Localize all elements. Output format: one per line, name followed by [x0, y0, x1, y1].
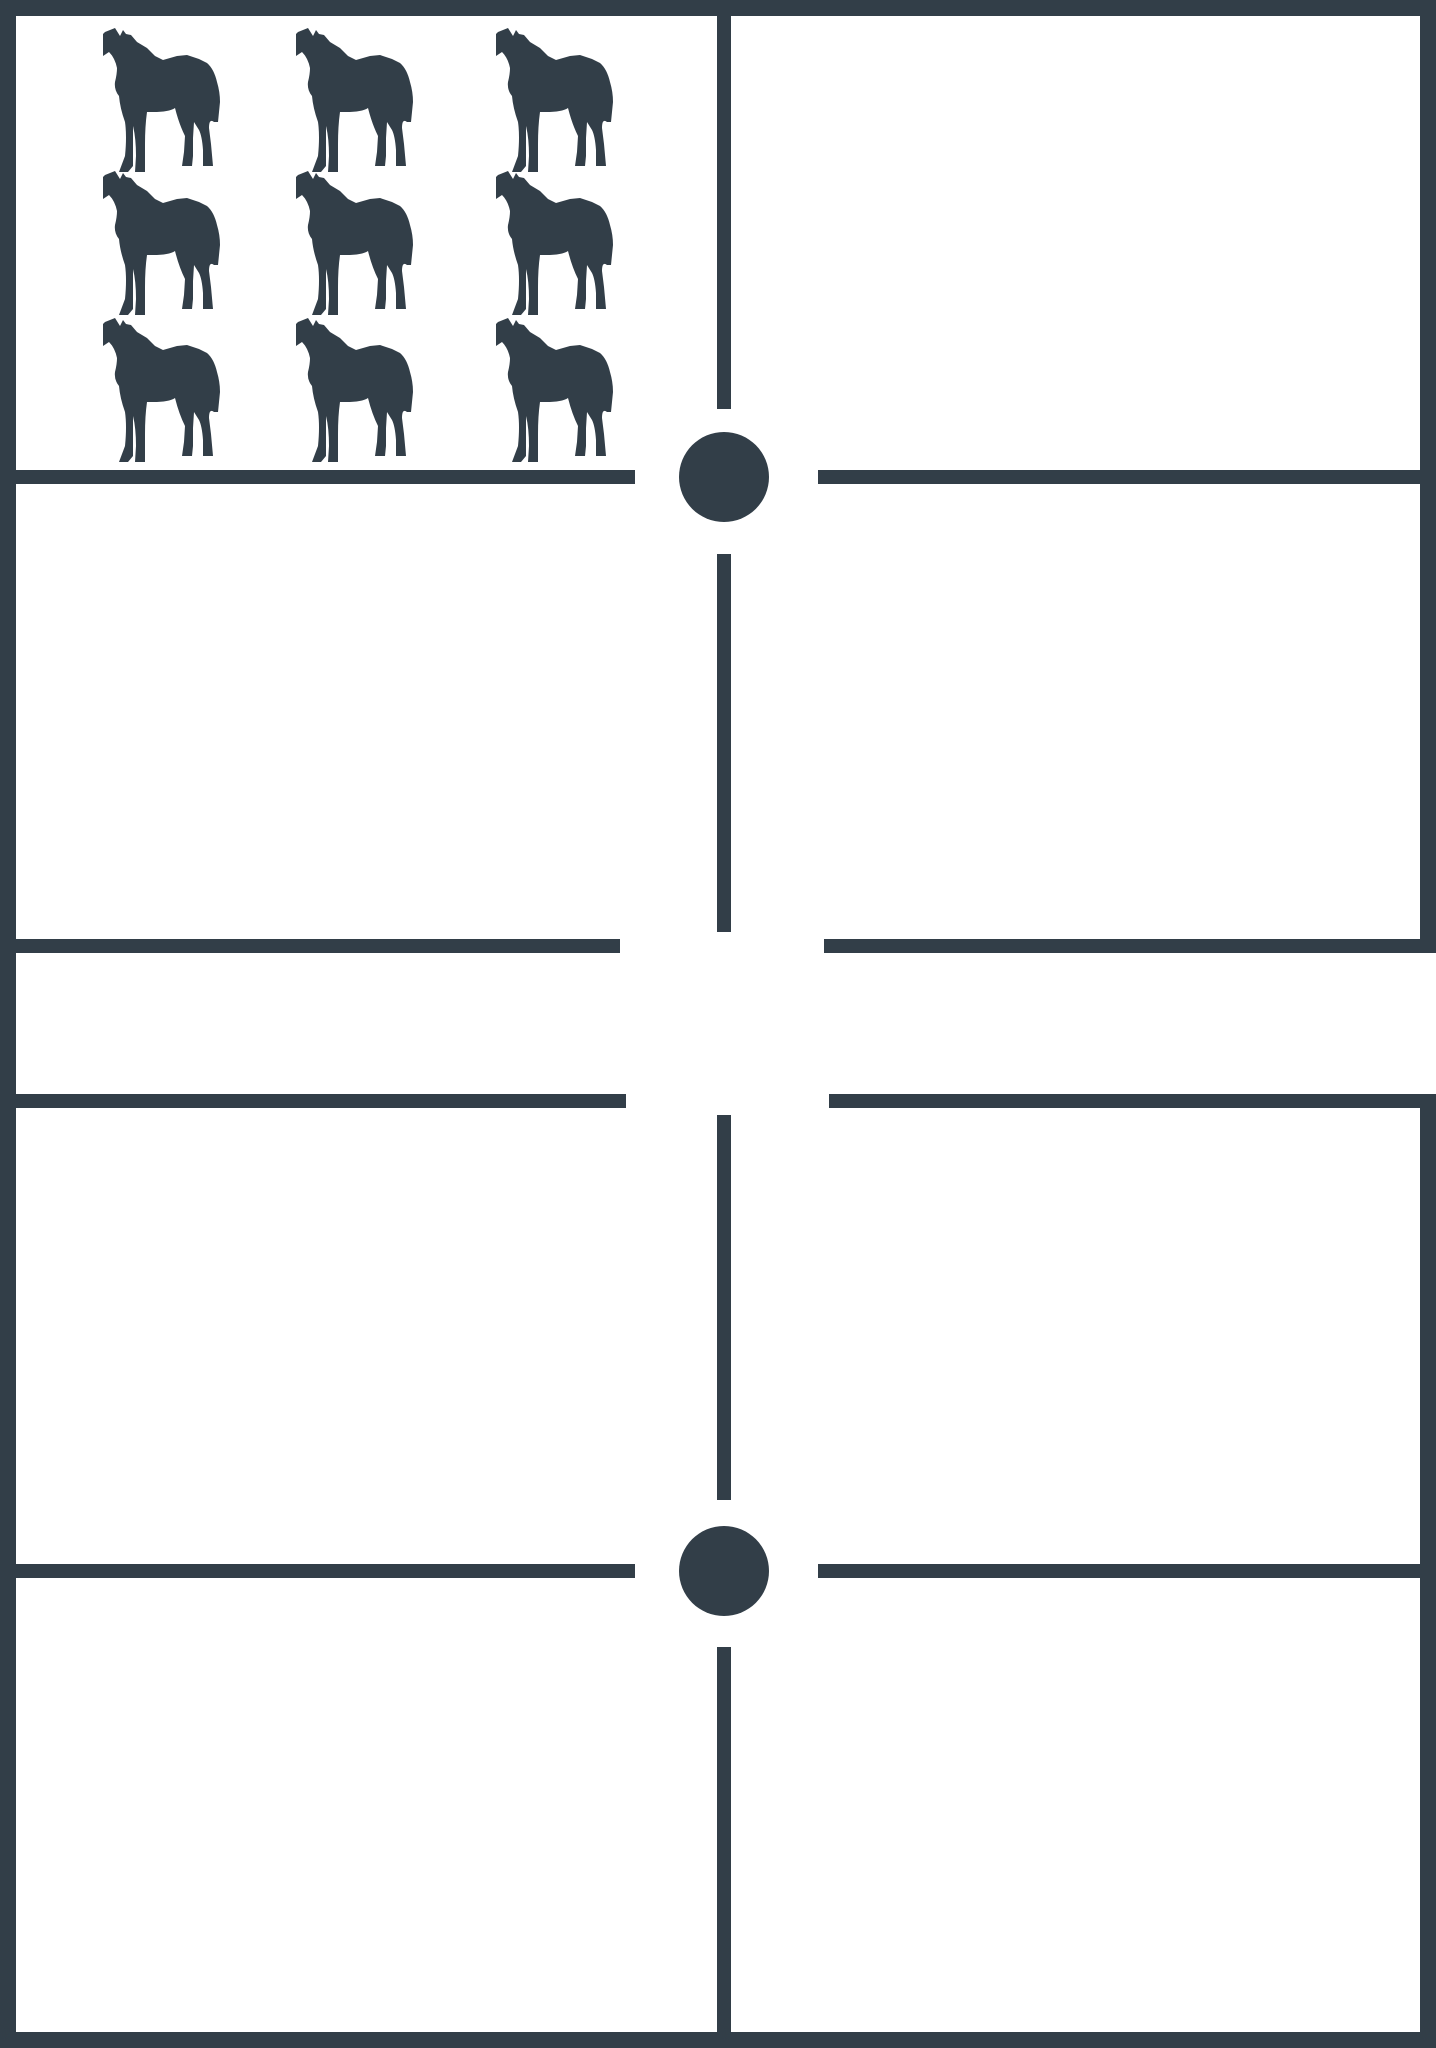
horse-icon — [296, 318, 413, 462]
horse-icon — [496, 28, 613, 172]
horse-icon — [103, 171, 220, 315]
horse-icon — [103, 318, 220, 462]
horse-icon — [103, 28, 220, 172]
junction-dot-lower — [679, 1526, 769, 1616]
horse-grid — [103, 28, 613, 462]
junction-dot-upper — [679, 432, 769, 522]
horse-icon — [296, 28, 413, 172]
horse-icon — [296, 171, 413, 315]
horse-icon — [496, 171, 613, 315]
horse-icon — [496, 318, 613, 462]
